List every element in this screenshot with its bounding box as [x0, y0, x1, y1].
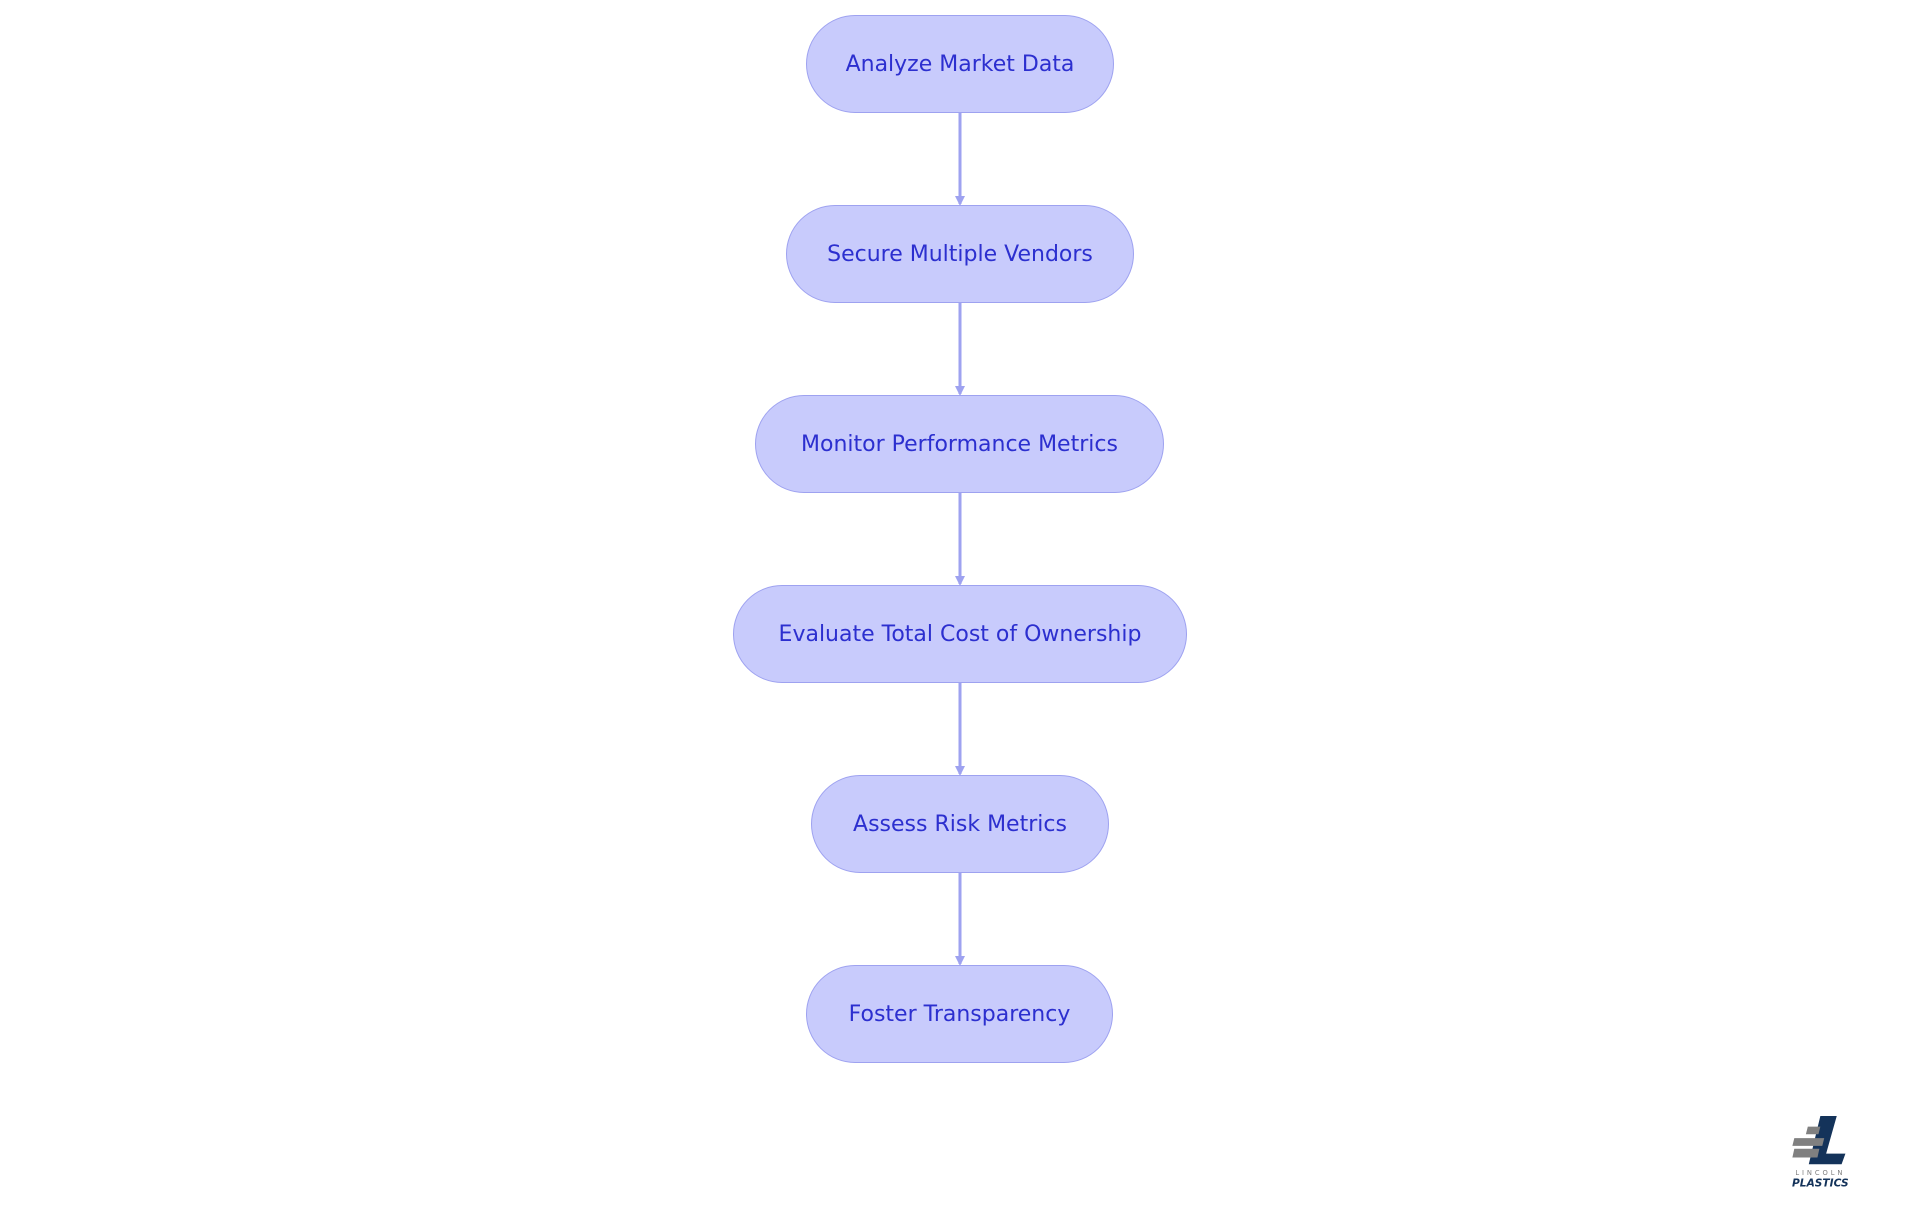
node-label: Secure Multiple Vendors	[827, 241, 1093, 267]
node-analyze-market-data: Analyze Market Data	[806, 15, 1114, 113]
node-label: Evaluate Total Cost of Ownership	[778, 621, 1142, 647]
node-label: Monitor Performance Metrics	[801, 431, 1118, 457]
node-monitor-performance-metrics: Monitor Performance Metrics	[755, 395, 1164, 493]
svg-text:PLASTICS: PLASTICS	[1792, 1176, 1849, 1189]
node-assess-risk-metrics: Assess Risk Metrics	[811, 775, 1109, 873]
lincoln-plastics-logo: LINCOLN PLASTICS	[1792, 1115, 1849, 1189]
node-foster-transparency: Foster Transparency	[806, 965, 1113, 1063]
node-label: Analyze Market Data	[845, 51, 1075, 77]
node-evaluate-total-cost: Evaluate Total Cost of Ownership	[733, 585, 1187, 683]
svg-text:LINCOLN: LINCOLN	[1795, 1169, 1845, 1177]
node-secure-multiple-vendors: Secure Multiple Vendors	[786, 205, 1134, 303]
node-label: Foster Transparency	[848, 1001, 1071, 1027]
node-label: Assess Risk Metrics	[853, 811, 1067, 837]
